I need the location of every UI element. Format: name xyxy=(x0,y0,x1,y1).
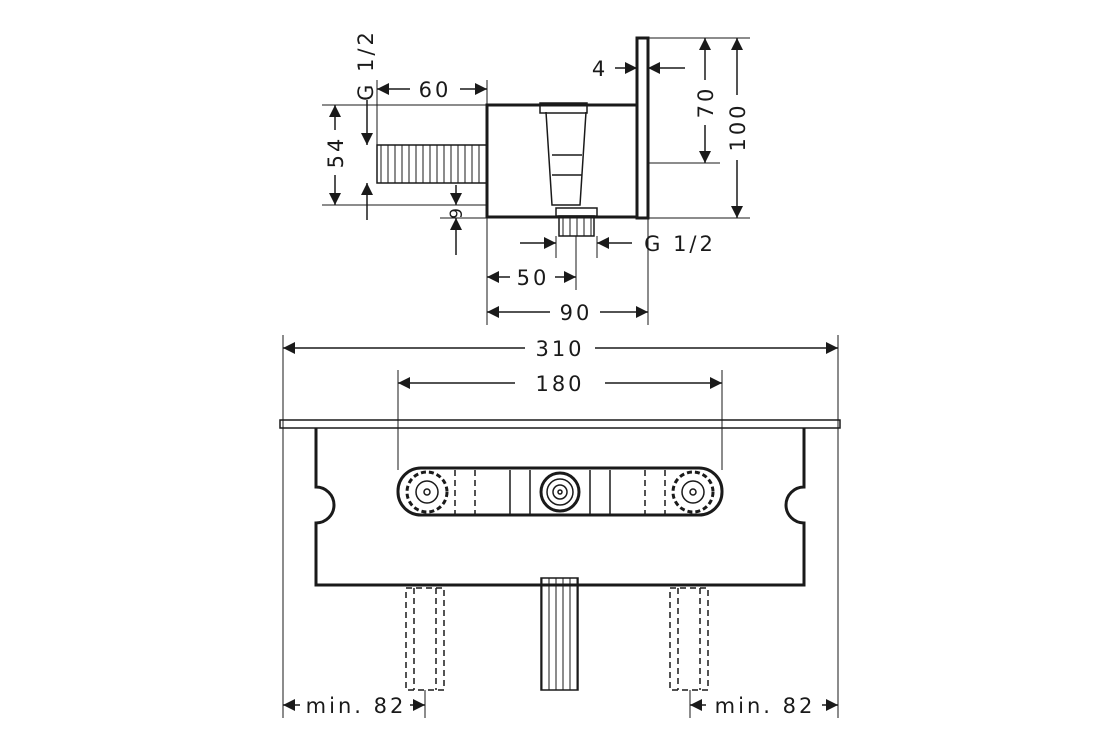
top-cap xyxy=(539,102,588,114)
flange-plate xyxy=(635,36,650,220)
dim-min-right: min. 82 xyxy=(715,694,816,718)
pipe-center xyxy=(540,577,579,691)
valve-right xyxy=(671,470,715,514)
dim-flange-inner: 70 xyxy=(694,86,718,119)
front-view: 310 180 min. 82 min. 82 xyxy=(279,335,841,718)
outlet-thread xyxy=(558,215,595,237)
outlet-nut xyxy=(555,207,598,217)
valve-bar xyxy=(396,466,724,517)
dim-valve-spacing: 180 xyxy=(535,372,584,396)
dim-offset: 9 xyxy=(447,205,467,219)
cover-plate xyxy=(279,419,841,429)
dim-pipe-length: 60 xyxy=(419,78,452,102)
pipe-right xyxy=(669,587,709,691)
inlet-pipe xyxy=(376,144,488,184)
dim-flange-outer: 100 xyxy=(726,102,750,151)
pipe-left xyxy=(405,587,445,691)
dim-outlet-pos: 50 xyxy=(517,266,550,290)
dim-pipe-thread: G 1/2 xyxy=(354,29,378,101)
dim-depth: 90 xyxy=(560,301,593,325)
side-view: 60 G 1/2 54 9 4 70 100 G 1/2 50 90 xyxy=(322,29,750,325)
cartridge xyxy=(545,111,587,206)
dim-flange: 4 xyxy=(592,57,608,81)
valve-left xyxy=(405,470,449,514)
dim-width: 310 xyxy=(535,337,584,361)
dim-min-left: min. 82 xyxy=(306,694,407,718)
housing xyxy=(314,428,806,587)
body-box xyxy=(485,103,639,219)
dim-height: 54 xyxy=(324,136,348,169)
valve-center xyxy=(509,470,611,515)
dim-outlet-thread: G 1/2 xyxy=(644,232,716,256)
